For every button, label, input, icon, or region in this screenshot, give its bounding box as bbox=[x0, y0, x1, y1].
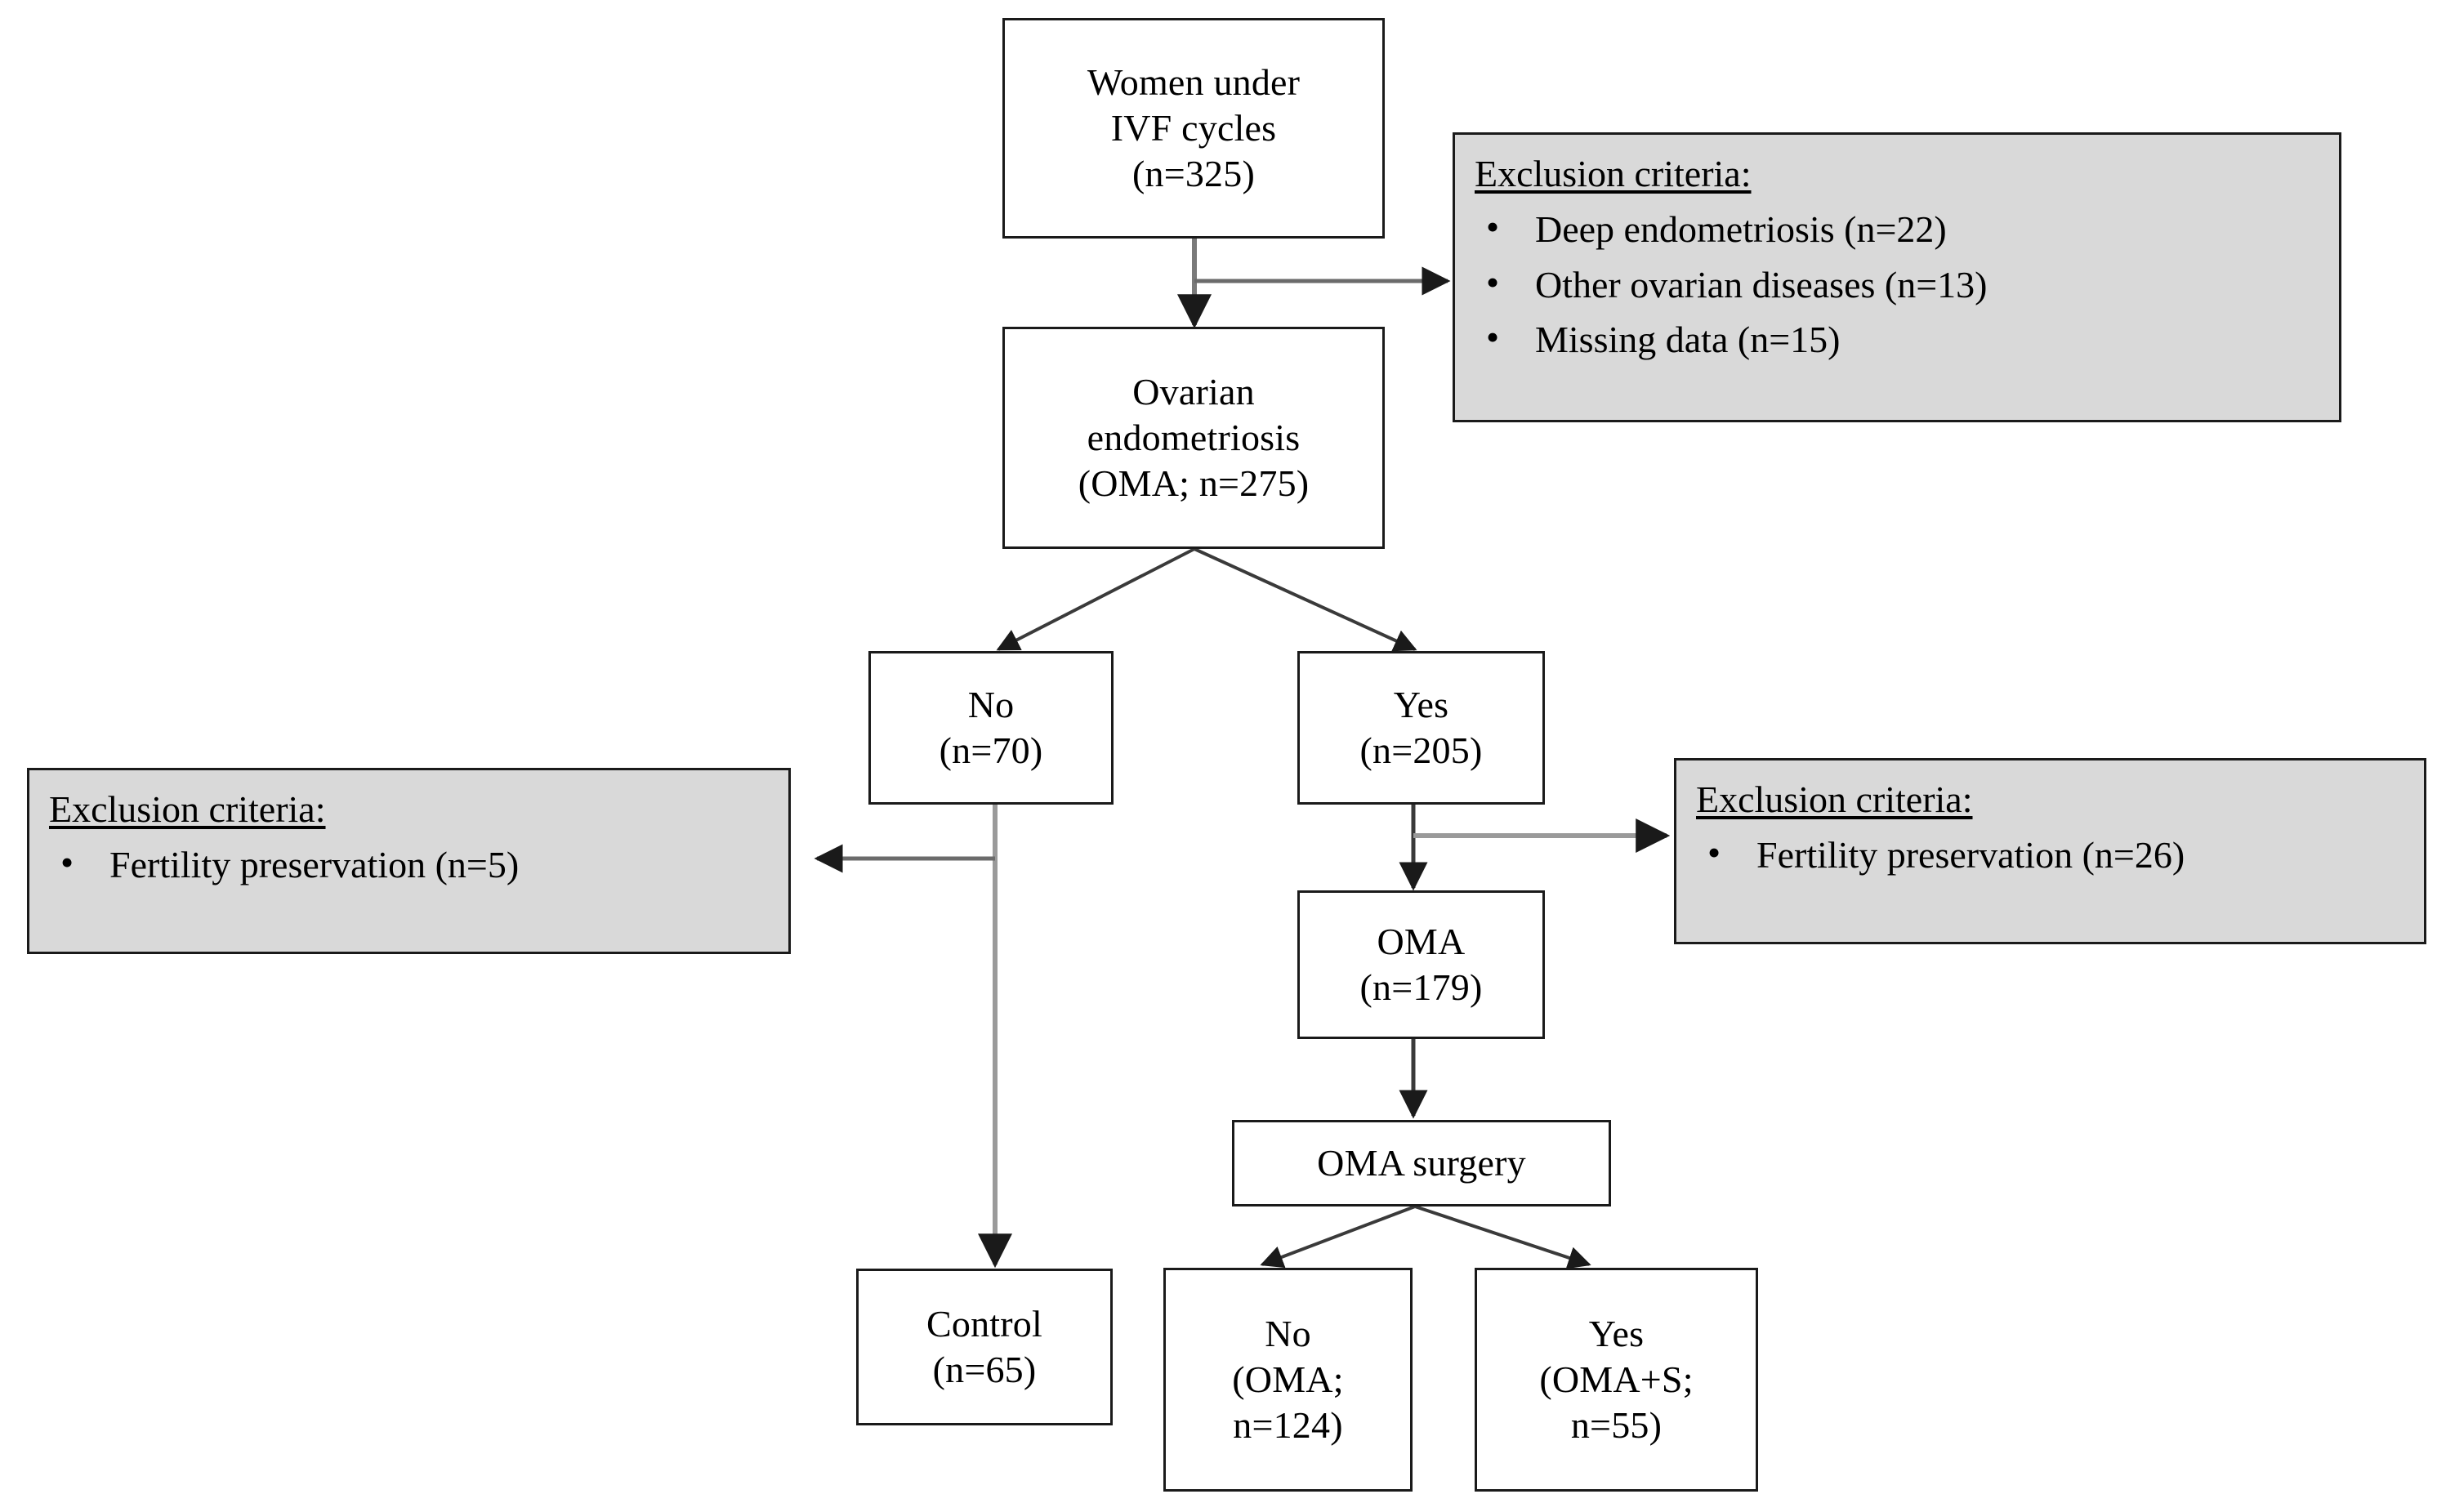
node-surgery-yes-line-2: (OMA+S; bbox=[1539, 1358, 1694, 1400]
node-control-line-1: Control bbox=[926, 1302, 1042, 1345]
node-oma-line-3: (OMA; n=275) bbox=[1078, 462, 1310, 505]
node-surgery-yes-line-3: n=55) bbox=[1570, 1404, 1663, 1447]
node-surgery-yes-line-1: Yes bbox=[1588, 1312, 1645, 1354]
node-enrollment-line-1: Women under bbox=[1087, 60, 1301, 103]
connector-surgery-to-no bbox=[1260, 1205, 1416, 1269]
exclusion-top-item-2: Other ovarian diseases (n=13) bbox=[1475, 258, 2319, 310]
exclusion-top-list: Deep endometriosis (n=22) Other ovarian … bbox=[1475, 203, 2319, 364]
node-enrollment-line-3: (n=325) bbox=[1132, 153, 1255, 195]
exclusion-top-title: Exclusion criteria: bbox=[1475, 153, 1752, 194]
node-control-line-2: (n=65) bbox=[932, 1349, 1037, 1390]
exclusion-right-item-1: Fertility preservation (n=26) bbox=[1696, 828, 2404, 880]
node-oma-surgery-line-1: OMA surgery bbox=[1317, 1141, 1526, 1184]
node-branch-no-line-2: (n=70) bbox=[939, 729, 1043, 771]
node-oma-surgery[interactable]: OMA surgery bbox=[1232, 1120, 1611, 1206]
exclusion-box-right[interactable]: Exclusion criteria: Fertility preservati… bbox=[1674, 758, 2426, 944]
exclusion-right-list: Fertility preservation (n=26) bbox=[1696, 828, 2404, 880]
exclusion-top-item-3: Missing data (n=15) bbox=[1475, 313, 2319, 364]
node-surgery-no-line-1: No bbox=[1265, 1312, 1311, 1354]
node-branch-yes[interactable]: Yes (n=205) bbox=[1297, 651, 1545, 805]
node-surgery-no[interactable]: No (OMA; n=124) bbox=[1163, 1268, 1413, 1492]
exclusion-left-list: Fertility preservation (n=5) bbox=[49, 838, 769, 890]
node-enrollment[interactable]: Women under IVF cycles (n=325) bbox=[1002, 18, 1385, 239]
node-oma179-line-1: OMA bbox=[1377, 920, 1466, 962]
node-branch-yes-line-1: Yes bbox=[1393, 683, 1449, 725]
node-oma179-line-2: (n=179) bbox=[1359, 966, 1483, 1008]
node-oma-179[interactable]: OMA (n=179) bbox=[1297, 890, 1545, 1039]
node-surgery-yes[interactable]: Yes (OMA+S; n=55) bbox=[1475, 1268, 1758, 1492]
exclusion-box-left[interactable]: Exclusion criteria: Fertility preservati… bbox=[27, 768, 791, 954]
node-ovarian-endometriosis[interactable]: Ovarian endometriosis (OMA; n=275) bbox=[1002, 327, 1385, 549]
node-enrollment-line-2: IVF cycles bbox=[1110, 106, 1277, 149]
node-branch-no[interactable]: No (n=70) bbox=[868, 651, 1114, 805]
node-oma-line-2: endometriosis bbox=[1087, 416, 1301, 458]
exclusion-right-title: Exclusion criteria: bbox=[1696, 778, 1973, 820]
node-oma-line-1: Ovarian bbox=[1132, 370, 1255, 413]
node-branch-yes-line-2: (n=205) bbox=[1359, 729, 1483, 771]
node-surgery-no-line-2: (OMA; bbox=[1232, 1358, 1344, 1400]
node-control[interactable]: Control (n=65) bbox=[856, 1269, 1113, 1425]
exclusion-box-top[interactable]: Exclusion criteria: Deep endometriosis (… bbox=[1453, 132, 2341, 422]
node-surgery-no-line-3: n=124) bbox=[1233, 1404, 1343, 1447]
connector-oma-to-no bbox=[996, 547, 1195, 651]
exclusion-left-title: Exclusion criteria: bbox=[49, 788, 326, 830]
connector-oma-to-yes bbox=[1194, 547, 1417, 652]
node-branch-no-line-1: No bbox=[967, 683, 1015, 725]
connector-surgery-to-yes bbox=[1414, 1205, 1591, 1269]
exclusion-top-item-1: Deep endometriosis (n=22) bbox=[1475, 203, 2319, 254]
exclusion-left-item-1: Fertility preservation (n=5) bbox=[49, 838, 769, 890]
